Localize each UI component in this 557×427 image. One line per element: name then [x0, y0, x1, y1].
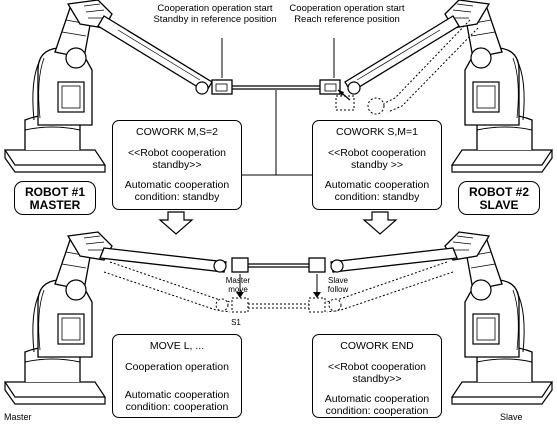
- point-s1-label: S1: [231, 318, 241, 327]
- panel-status-line: standby>>: [152, 159, 202, 171]
- tag-line: ROBOT #1: [24, 185, 85, 199]
- master-move-panel: MOVE L, ... Cooperation operation Automa…: [112, 334, 242, 418]
- panel-command: MOVE L, ...: [149, 340, 205, 352]
- panel-condition-line: Automatic cooperation: [124, 389, 230, 401]
- master-start-note: Cooperation operation start Standby in r…: [140, 3, 290, 25]
- slave-follow-label: Slave follow: [318, 276, 358, 294]
- slave-note-line2: Reach reference position: [294, 14, 400, 25]
- panel-status-line: <<Robot cooperation: [327, 361, 427, 373]
- label-line: follow: [327, 285, 349, 294]
- panel-condition-line: condition: standby: [334, 191, 420, 203]
- slave-start-note: Cooperation operation start Reach refere…: [272, 3, 422, 25]
- label-line: Slave: [327, 276, 348, 285]
- robot2-slave-tag: ROBOT #2 SLAVE: [458, 181, 540, 215]
- robot1-master-tag: ROBOT #1 MASTER: [14, 181, 96, 215]
- panel-status-line: standby >>: [351, 159, 403, 171]
- tag-line: ROBOT #2: [468, 185, 529, 199]
- master-pendant-panel: COWORK M,S=2 <<Robot cooperation standby…: [112, 120, 242, 210]
- master-note-line2: Standby in reference position: [153, 14, 277, 25]
- panel-condition-line: condition: cooperation: [125, 401, 229, 413]
- panel-command: COWORK END: [340, 340, 414, 352]
- panel-condition-line: Automatic cooperation: [324, 393, 430, 405]
- slave-caption: Slave: [500, 412, 523, 422]
- master-caption: Master: [4, 412, 32, 422]
- label-line: Master: [225, 276, 251, 285]
- panel-status-line: <<Robot cooperation: [327, 147, 427, 159]
- panel-condition-line: Automatic cooperation: [124, 179, 230, 191]
- panel-status-line: Cooperation operation: [125, 361, 229, 373]
- tag-line: MASTER: [29, 198, 81, 212]
- panel-command: COWORK M,S=2: [136, 126, 218, 138]
- panel-condition-line: Automatic cooperation: [324, 179, 430, 191]
- panel-condition-line: condition: standby: [134, 191, 220, 203]
- label-line: move: [228, 285, 248, 294]
- tag-line: SLAVE: [479, 198, 519, 212]
- master-move-label: Master move: [218, 276, 258, 294]
- master-note-line1: Cooperation operation start: [157, 3, 273, 14]
- slave-end-panel: COWORK END <<Robot cooperation standby>>…: [312, 334, 442, 418]
- panel-status-line: <<Robot cooperation: [127, 147, 227, 159]
- panel-status-line: standby>>: [352, 373, 402, 385]
- slave-pendant-panel: COWORK S,M=1 <<Robot cooperation standby…: [312, 120, 442, 210]
- slave-note-line1: Cooperation operation start: [289, 3, 405, 14]
- panel-command: COWORK S,M=1: [336, 126, 418, 138]
- panel-condition-line: condition: cooperation: [325, 405, 429, 417]
